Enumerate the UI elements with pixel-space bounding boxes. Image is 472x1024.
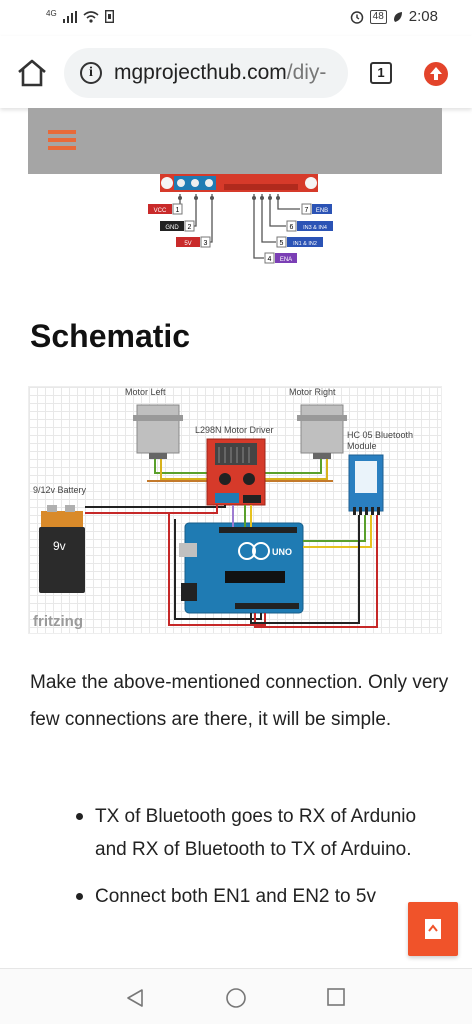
pin-number: 5 bbox=[280, 240, 284, 247]
alarm-icon bbox=[350, 10, 363, 24]
bluetooth-label-2: Module bbox=[347, 441, 377, 451]
hc05-bluetooth-module bbox=[348, 454, 384, 515]
schematic-diagram: Motor Left Motor Right L298N Motor Drive… bbox=[28, 386, 442, 634]
pin-label-in1-in2: IN1 & IN2 bbox=[293, 241, 317, 247]
recents-icon[interactable] bbox=[326, 987, 346, 1007]
pin-number: 4 bbox=[268, 256, 272, 263]
site-header bbox=[28, 108, 442, 174]
pin-label-enb: ENB bbox=[316, 208, 328, 214]
url-domain: mgprojecthub.com bbox=[114, 61, 287, 84]
pin-number: 1 bbox=[176, 207, 180, 214]
bullet-icon bbox=[76, 893, 83, 900]
system-nav-bar bbox=[0, 968, 472, 1024]
pin-label-vcc: VCC bbox=[154, 208, 167, 214]
pin-label-in3-in4: IN3 & IN4 bbox=[303, 225, 327, 231]
update-icon[interactable] bbox=[424, 62, 448, 86]
battery-label: 9/12v Battery bbox=[33, 485, 87, 495]
signal-icon bbox=[62, 10, 77, 23]
article-paragraph: Make the above-mentioned connection. Onl… bbox=[30, 672, 449, 730]
back-icon[interactable] bbox=[124, 987, 146, 1009]
url-text[interactable]: mgprojecthub.com/diy- bbox=[114, 61, 326, 85]
list-item: TX of Bluetooth goes to RX of Ardunio an… bbox=[30, 800, 450, 866]
instruction-list: TX of Bluetooth goes to RX of Ardunio an… bbox=[30, 800, 450, 927]
arduino-uno: UNO bbox=[179, 522, 304, 614]
leaf-icon bbox=[393, 11, 402, 22]
bluetooth-label: HC 05 Bluetooth bbox=[347, 430, 414, 440]
arduino-label: UNO bbox=[272, 547, 292, 557]
motor-left bbox=[133, 404, 183, 459]
pin-number: 7 bbox=[305, 207, 309, 214]
motor-left-label: Motor Left bbox=[125, 387, 166, 397]
bookmark-icon bbox=[425, 919, 441, 939]
bookmark-button[interactable] bbox=[408, 902, 458, 956]
wifi-icon bbox=[83, 10, 99, 23]
home-icon[interactable] bbox=[16, 58, 48, 88]
pin-label-ena: ENA bbox=[280, 257, 292, 263]
motor-right bbox=[297, 404, 347, 459]
battery-value: 9v bbox=[53, 539, 66, 553]
pin-number: 2 bbox=[188, 224, 192, 231]
pin-number: 6 bbox=[290, 224, 294, 231]
bullet-icon bbox=[76, 813, 83, 820]
address-bar[interactable]: i mgprojecthub.com/diy- bbox=[64, 48, 348, 98]
list-item-text: Connect both EN1 and EN2 to 5v bbox=[95, 886, 376, 907]
tabs-icon[interactable]: 1 bbox=[370, 62, 392, 84]
l298n-driver bbox=[206, 438, 266, 506]
pin-number: 3 bbox=[204, 240, 208, 247]
status-bar: 4G 48 2:08 bbox=[0, 0, 472, 36]
home-circle-icon[interactable] bbox=[225, 987, 247, 1009]
url-path: /diy- bbox=[286, 61, 327, 84]
pin-label-gnd: GND bbox=[165, 225, 179, 231]
pin-label-5v: 5V bbox=[184, 241, 191, 247]
pinout-diagram: VCC 1 GND 2 5V 3 7 ENB 6 IN3 & IN4 5 IN1… bbox=[148, 174, 333, 264]
section-title: Schematic bbox=[30, 318, 191, 354]
list-item: Connect both EN1 and EN2 to 5v bbox=[30, 880, 450, 913]
info-icon[interactable]: i bbox=[80, 62, 102, 84]
battery-9v: 9v bbox=[39, 505, 85, 593]
network-type: 4G bbox=[46, 9, 57, 18]
clock: 2:08 bbox=[408, 8, 438, 25]
motor-right-label: Motor Right bbox=[289, 387, 336, 397]
browser-toolbar: i mgprojecthub.com/diy- 1 bbox=[0, 36, 472, 108]
sim-icon bbox=[104, 10, 114, 23]
list-item-text: TX of Bluetooth goes to RX of Ardunio an… bbox=[95, 806, 417, 860]
fritzing-watermark: fritzing bbox=[33, 613, 83, 630]
battery-icon: 48 bbox=[369, 9, 387, 24]
menu-icon[interactable] bbox=[48, 130, 76, 156]
driver-label: L298N Motor Driver bbox=[195, 425, 274, 435]
